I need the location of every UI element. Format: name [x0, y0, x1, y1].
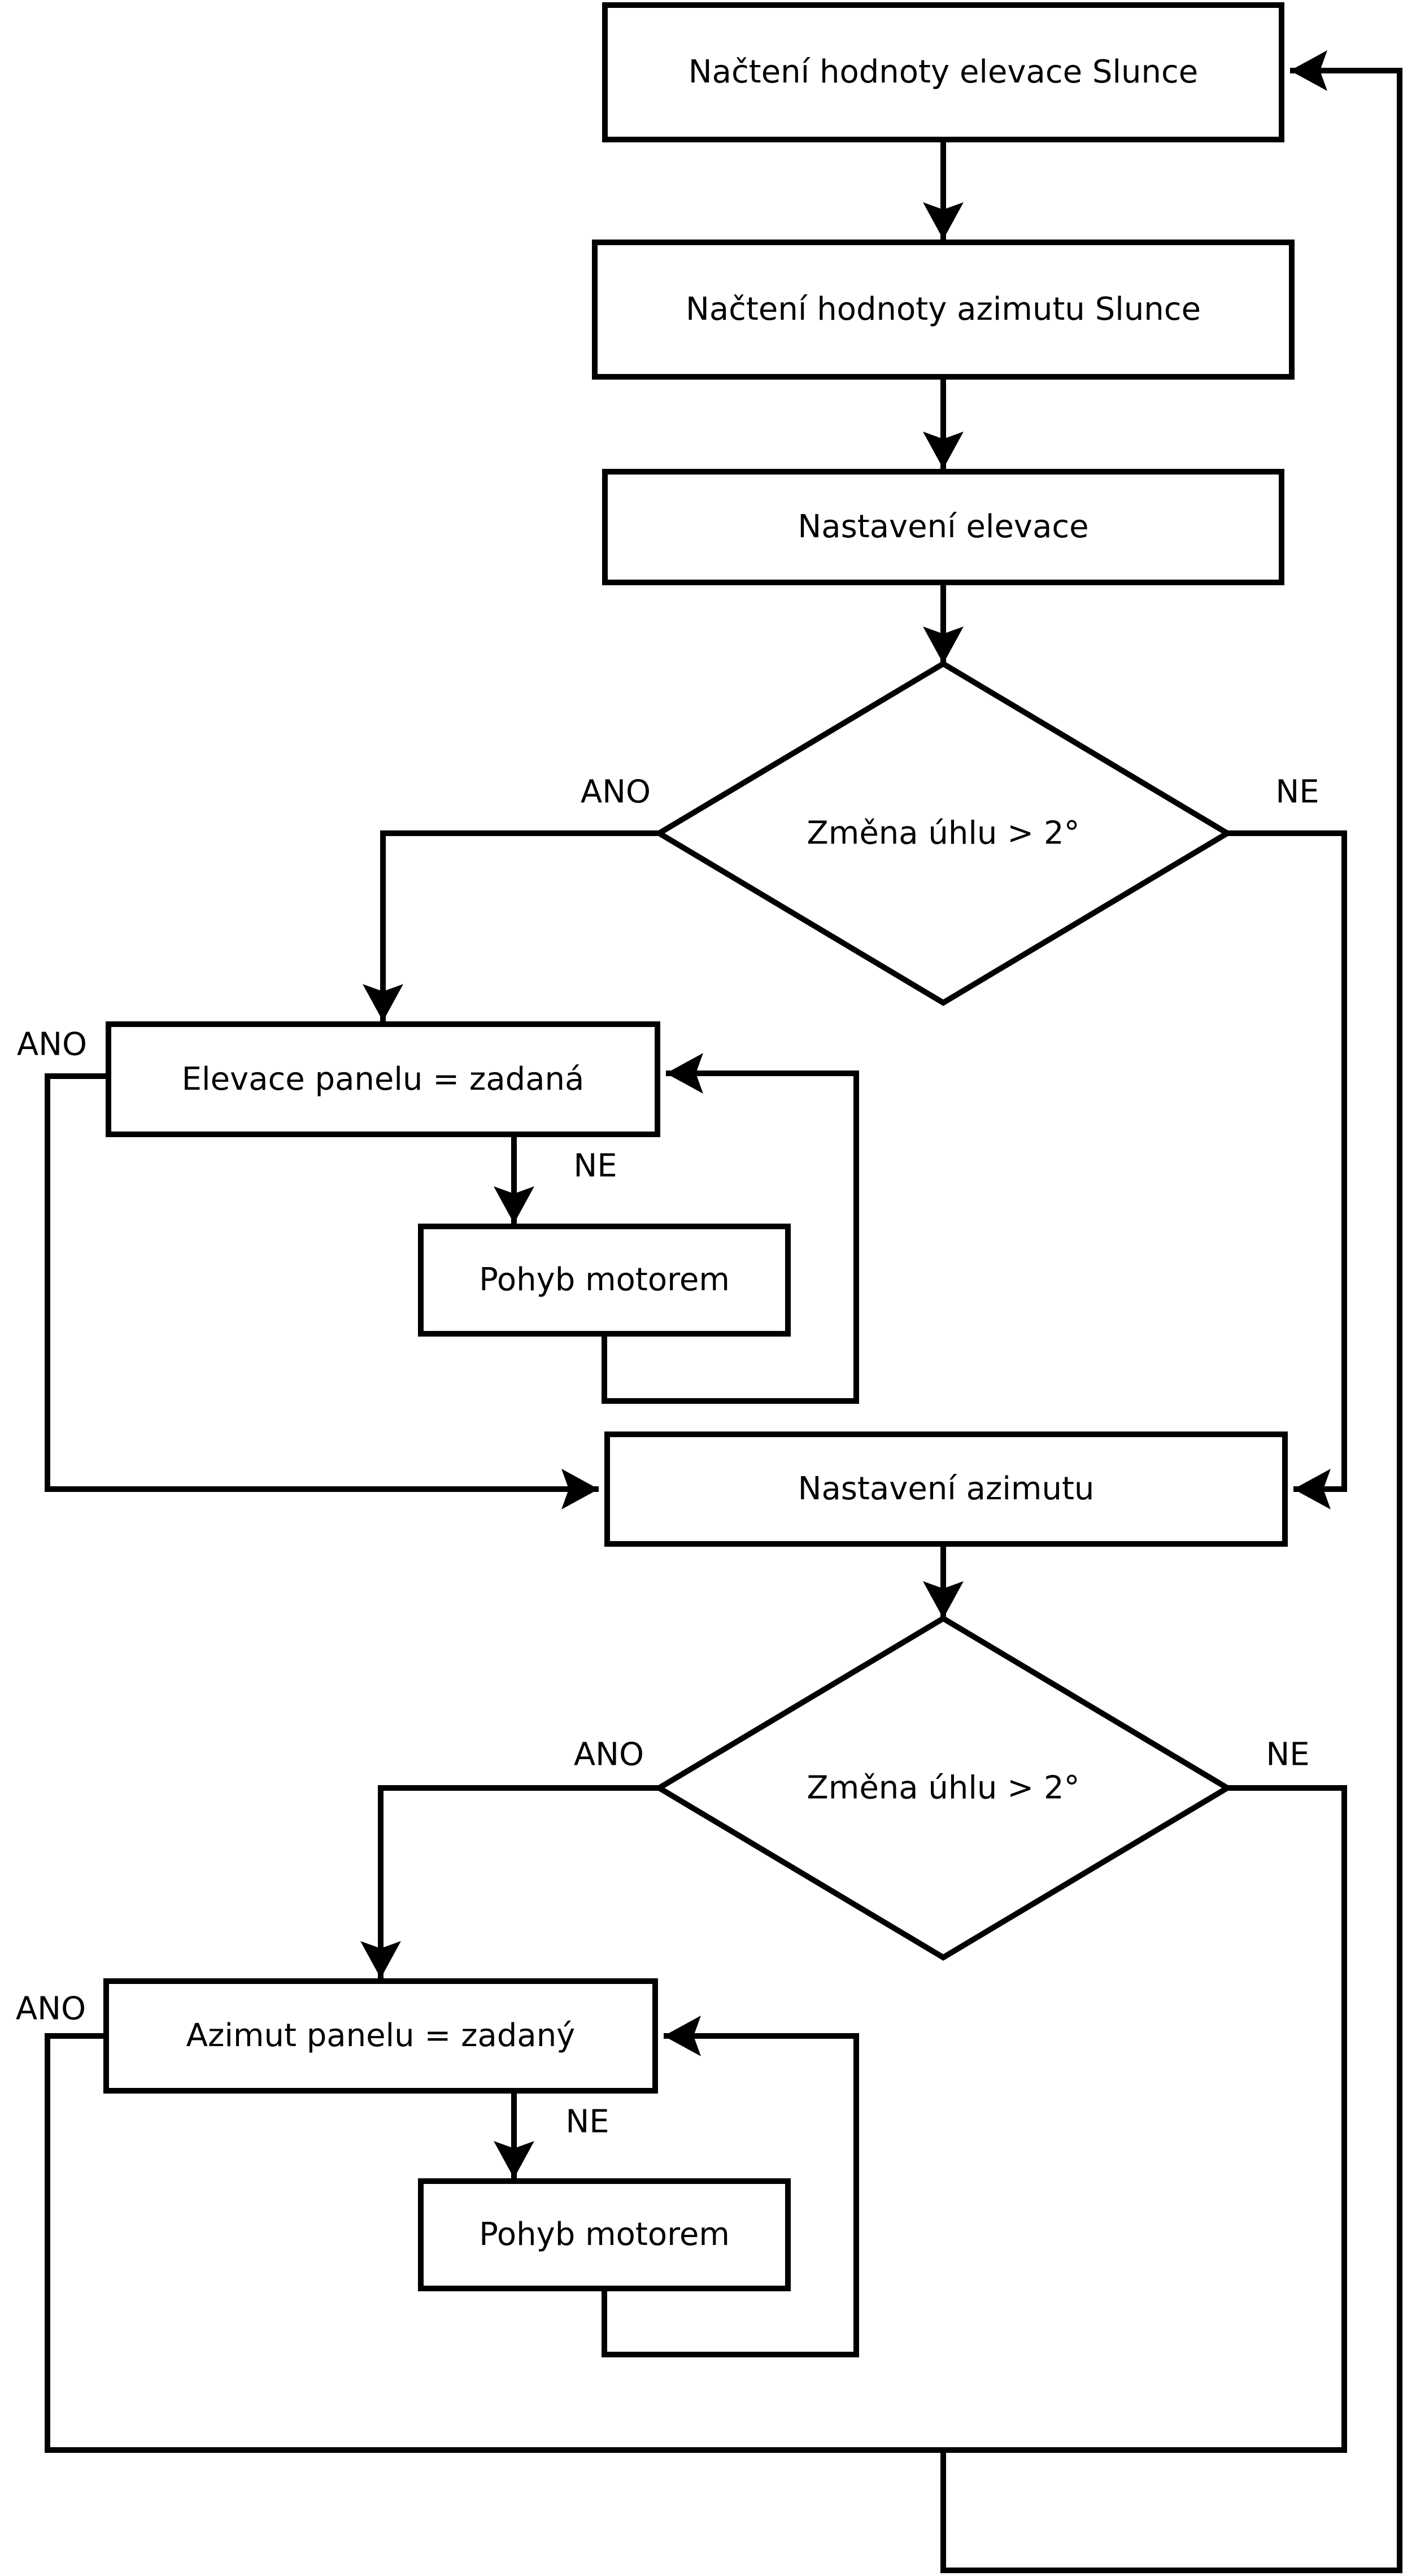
- edge-elevation-check-no: [1227, 830, 1347, 1509]
- label-azimuth-check-yes: ANO: [573, 1736, 644, 1773]
- node-load-azimuth: Načtení hodnoty azimutu Slunce: [592, 240, 1295, 380]
- edge-azimuth-check-yes: [360, 1785, 659, 1978]
- diamond-elevation-angle-check: [653, 660, 1233, 1006]
- label-azimuth-check-no: NE: [1266, 1736, 1310, 1773]
- label-elevation-panel-yes: ANO: [16, 1026, 88, 1063]
- node-load-elevation-label: Načtení hodnoty elevace Slunce: [688, 54, 1199, 91]
- node-elevation-panel-check-label: Elevace panelu = zadaná: [181, 1060, 585, 1098]
- node-set-elevation: Nastavení elevace: [602, 469, 1284, 585]
- node-elevation-motor-label: Pohyb motorem: [479, 1261, 730, 1299]
- label-azimuth-panel-yes: ANO: [15, 1990, 86, 2027]
- node-set-azimuth: Nastavení azimutu: [604, 1431, 1288, 1547]
- label-elevation-check-yes: ANO: [580, 773, 651, 811]
- node-load-azimuth-label: Načtení hodnoty azimutu Slunce: [685, 291, 1201, 328]
- node-set-elevation-label: Nastavení elevace: [798, 508, 1089, 546]
- label-elevation-check-no: NE: [1275, 773, 1319, 811]
- node-elevation-panel-check: Elevace panelu = zadaná: [106, 1021, 660, 1137]
- node-azimuth-panel-check-label: Azimut panelu = zadaný: [186, 2017, 576, 2055]
- node-azimuth-motor-label: Pohyb motorem: [479, 2216, 730, 2253]
- edge-return-to-start: [940, 50, 1402, 2573]
- edge-azimuth-motor-loop: [602, 2016, 859, 2357]
- label-elevation-panel-no: NE: [573, 1147, 617, 1185]
- node-elevation-motor: Pohyb motorem: [418, 1224, 791, 1337]
- diamond-azimuth-angle-check: [653, 1615, 1233, 1961]
- node-load-elevation: Načtení hodnoty elevace Slunce: [602, 2, 1284, 142]
- diamond-elevation-angle-check-label: Změna úhlu > 2°: [807, 815, 1080, 852]
- edge-elevation-motor-loop: [602, 1053, 859, 1404]
- diamond-azimuth-angle-check-label: Změna úhlu > 2°: [807, 1769, 1080, 1807]
- edge-elevation-check-yes: [363, 830, 659, 1021]
- edge-azimuth-merge: [45, 1785, 1347, 2453]
- label-azimuth-panel-no: NE: [565, 2103, 609, 2140]
- node-azimuth-motor: Pohyb motorem: [418, 2178, 791, 2291]
- node-set-azimuth-label: Nastavení azimutu: [798, 1470, 1095, 1508]
- edge-elevation-panel-yes: [45, 1073, 599, 1509]
- node-azimuth-panel-check: Azimut panelu = zadaný: [103, 1978, 658, 2094]
